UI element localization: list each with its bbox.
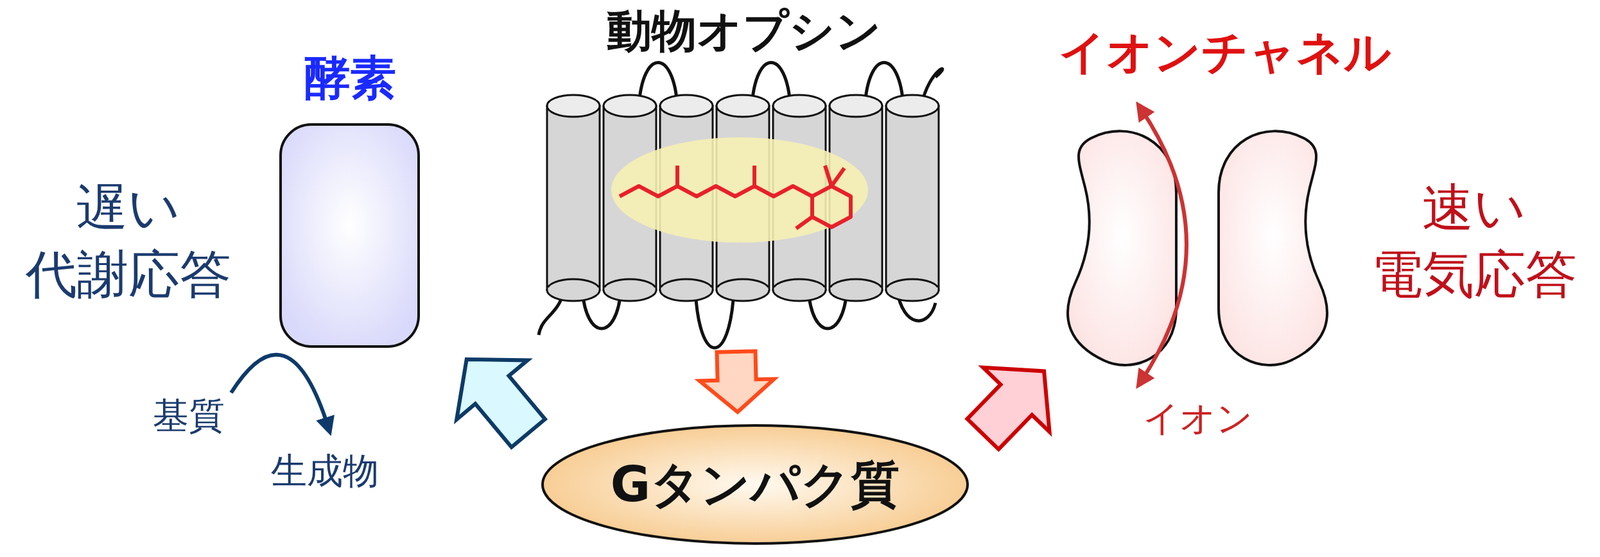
opsin-helices <box>547 95 939 302</box>
g-protein-ellipse: Gタンパク質 <box>540 423 970 546</box>
ion-channel-subunits <box>1067 130 1328 366</box>
node-title: Gタンパク質 <box>610 456 900 513</box>
ion-channel-node: イオンチャネル <box>1052 25 1397 363</box>
node-title: 動物オプシン <box>606 5 882 58</box>
enzyme-box <box>280 124 419 347</box>
ion-flow-arrow <box>1140 107 1187 383</box>
chromophore-pocket <box>611 137 869 243</box>
node-title: イオンチャネル <box>1058 25 1392 79</box>
reaction-arrow <box>231 355 329 429</box>
node-title: 酵素 <box>303 51 397 105</box>
response-label: 速い 電気応答 <box>1358 174 1590 309</box>
block-arrow <box>967 367 1050 450</box>
ion-label: イオン <box>1136 395 1259 443</box>
substrate-label: 基質 <box>148 392 229 440</box>
opsin-node: 動物オプシン <box>543 5 944 341</box>
block-arrow <box>699 351 775 413</box>
block-arrow <box>456 359 546 448</box>
product-label: 生成物 <box>265 448 384 496</box>
response-label: 遅い 代謝応答 <box>12 174 244 309</box>
retinal-molecule <box>619 165 851 229</box>
opsin-loops <box>538 62 943 349</box>
enzyme-node: 酵素 <box>243 51 456 347</box>
